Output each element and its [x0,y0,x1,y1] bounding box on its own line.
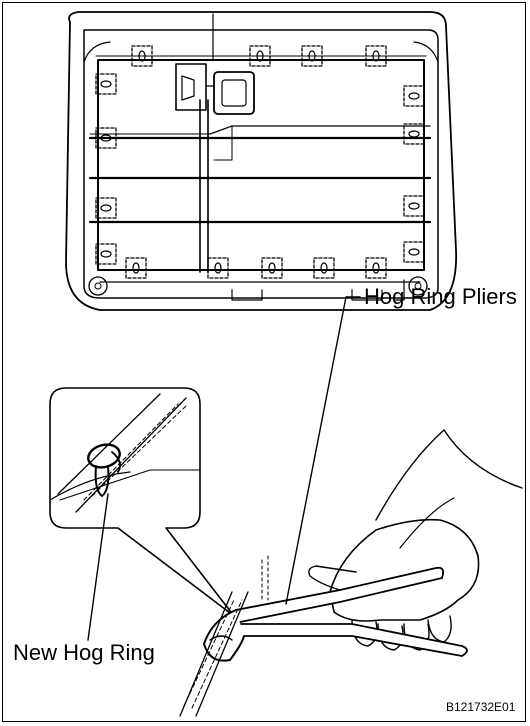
label-new-hog-ring: New Hog Ring [13,640,155,665]
label-hog-ring-pliers: Hog Ring Pliers [364,284,517,309]
hog-ring-detail-drawing [49,387,235,617]
hand-with-pliers-drawing [179,429,523,717]
seat-frame-drawing [65,11,457,311]
leader-lines [87,296,361,641]
figure-code: B121732E01 [446,700,516,714]
